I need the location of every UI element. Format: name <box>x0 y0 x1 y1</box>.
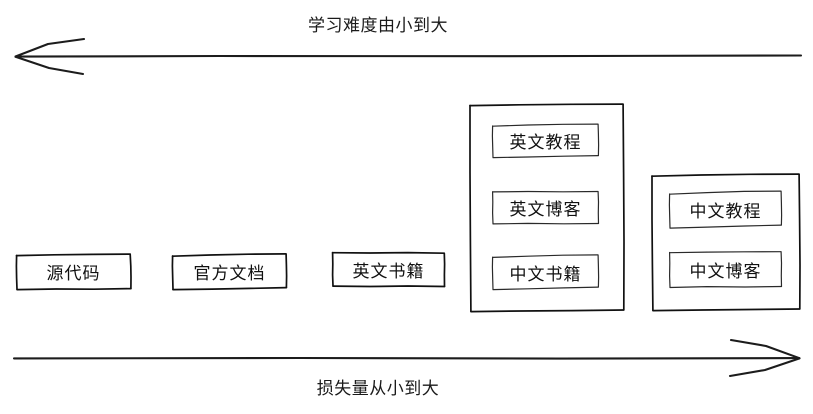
node-label: 英文教程 <box>509 133 582 152</box>
node-chinese-books-grouped[interactable]: 中文书籍 <box>490 253 601 292</box>
node-label: 源代码 <box>46 264 101 283</box>
bottom-axis-arrow <box>12 338 801 378</box>
top-axis-label: 学习难度由小到大 <box>308 16 448 35</box>
node-box-shape <box>491 254 600 291</box>
node-label: 英文书籍 <box>352 262 425 281</box>
node-chinese-tutorial[interactable]: 中文教程 <box>667 189 784 230</box>
node-box-shape <box>331 251 446 288</box>
node-english-tutorial[interactable]: 英文教程 <box>490 122 601 159</box>
node-label: 中文书籍 <box>509 265 582 284</box>
node-english-books[interactable]: 英文书籍 <box>330 250 447 289</box>
node-box-shape <box>668 190 783 229</box>
node-box-shape <box>15 253 132 291</box>
node-english-blog[interactable]: 英文博客 <box>490 189 601 226</box>
node-label: 官方文档 <box>193 264 266 283</box>
top-axis-arrow <box>14 37 803 76</box>
node-label: 英文博客 <box>509 200 582 219</box>
node-box-shape <box>492 190 600 225</box>
node-box-shape <box>669 251 783 289</box>
node-box-shape <box>171 253 288 291</box>
node-official-docs[interactable]: 官方文档 <box>170 252 289 291</box>
bottom-axis-label: 损失量从小到大 <box>316 379 440 398</box>
node-label: 中文博客 <box>689 262 762 281</box>
node-box-shape <box>491 123 600 159</box>
node-label: 中文教程 <box>689 202 762 221</box>
node-source-code[interactable]: 源代码 <box>14 252 133 291</box>
node-chinese-blog[interactable]: 中文博客 <box>667 249 784 290</box>
